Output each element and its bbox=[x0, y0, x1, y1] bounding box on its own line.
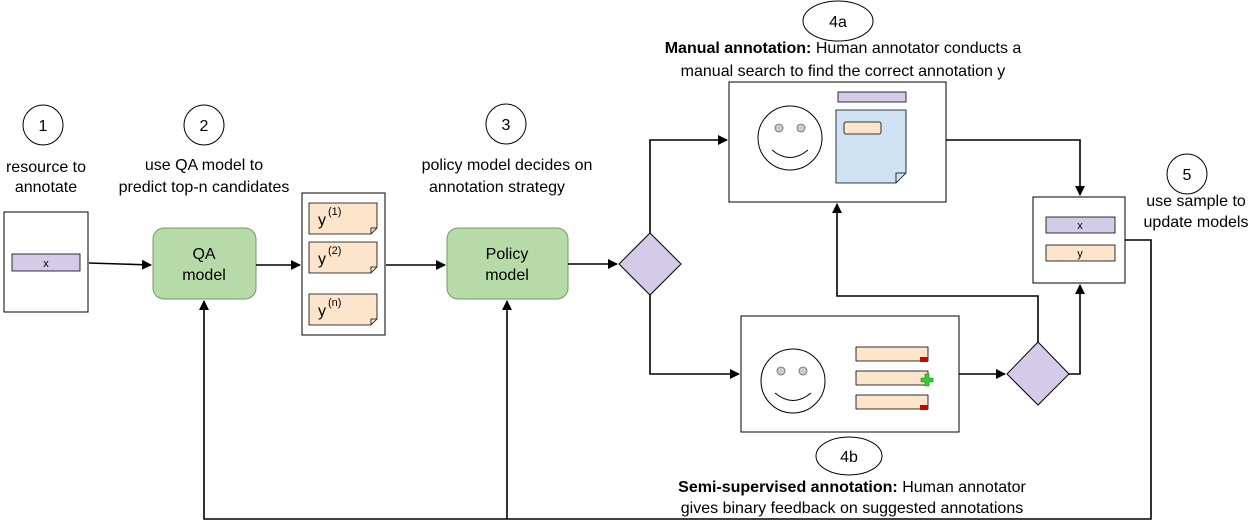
semi-annotator-face bbox=[760, 348, 826, 414]
manual-search-bar bbox=[837, 91, 907, 103]
suggestion-1 bbox=[855, 346, 929, 362]
candidate-n-base: y bbox=[318, 303, 326, 320]
suggestion-3 bbox=[855, 394, 929, 410]
sample-y-bar bbox=[1045, 244, 1116, 262]
arrow-check-yes-to-sample bbox=[1069, 284, 1085, 375]
step-4b-line-2: gives binary feedback on suggested annot… bbox=[681, 500, 1023, 517]
step-4b-title: Semi-supervised annotation: Human annota… bbox=[678, 479, 1026, 496]
sample-x-label: x bbox=[1077, 220, 1083, 232]
candidate-1-sup: (1) bbox=[328, 206, 341, 218]
candidate-1-base: y bbox=[318, 212, 326, 229]
resource-input-bar bbox=[11, 253, 81, 272]
qa-model-label-line-1: QA bbox=[192, 246, 215, 263]
step-3-number: 3 bbox=[502, 117, 511, 134]
policy-model-label-line-1: Policy bbox=[486, 246, 529, 263]
arrow-decision-to-manual bbox=[649, 135, 728, 233]
step-1-label-line-1: resource to bbox=[6, 159, 86, 176]
step-4a-title: Manual annotation: Human annotator condu… bbox=[665, 40, 1022, 57]
arrow-manual-to-sample bbox=[946, 139, 1085, 196]
step-2-circle bbox=[183, 104, 225, 146]
step-1-circle bbox=[22, 104, 64, 146]
candidate-n: y (n) bbox=[308, 293, 378, 326]
step-3-label-line-2: annotation strategy bbox=[429, 179, 565, 196]
candidate-2: y (2) bbox=[308, 241, 378, 274]
reject-mark-icon bbox=[920, 357, 928, 362]
candidate-2-base: y bbox=[318, 251, 326, 268]
step-3-circle bbox=[485, 103, 527, 145]
candidate-1: y (1) bbox=[308, 202, 378, 235]
step-3-label-line-1: policy model decides on bbox=[422, 157, 593, 174]
correct-check-diamond bbox=[1006, 341, 1070, 406]
step-4a-circle bbox=[802, 0, 874, 42]
feedback-loop-line bbox=[199, 239, 1152, 520]
step-5-label-line-1: use sample to bbox=[1146, 193, 1246, 210]
suggestion-2 bbox=[855, 370, 934, 387]
step-2-number: 2 bbox=[200, 118, 209, 135]
qa-model-box bbox=[152, 227, 257, 300]
candidate-n-sup: (n) bbox=[328, 297, 341, 309]
qa-model-label-line-2: model bbox=[182, 267, 226, 284]
arrow-decision-to-semi bbox=[649, 295, 740, 379]
manual-document-snippet bbox=[843, 121, 882, 135]
step-4a-number: 4a bbox=[829, 14, 847, 31]
step-2-label-line-2: predict top-n candidates bbox=[119, 179, 290, 196]
manual-annotator-face bbox=[757, 105, 823, 171]
resource-input-label: x bbox=[43, 258, 49, 270]
step-5-label-line-2: update models bbox=[1144, 214, 1249, 231]
step-4b-number: 4b bbox=[840, 449, 858, 466]
sample-box bbox=[1032, 196, 1126, 284]
step-1-label-line-2: annotate bbox=[15, 179, 77, 196]
arrow-check-no-to-manual bbox=[832, 203, 1039, 342]
arrow-resource-to-qa bbox=[88, 259, 152, 270]
step-5-number: 5 bbox=[1183, 167, 1192, 184]
step-1-number: 1 bbox=[39, 118, 48, 135]
step-5-circle bbox=[1166, 153, 1208, 195]
policy-model-box bbox=[446, 227, 569, 300]
step-4a-line-2: manual search to find the correct annota… bbox=[681, 63, 1006, 80]
accept-plus-icon bbox=[920, 373, 934, 387]
sample-y-label: y bbox=[1077, 248, 1083, 260]
step-2-label-line-1: use QA model to bbox=[145, 157, 263, 174]
policy-model-label-line-2: model bbox=[485, 267, 529, 284]
candidate-2-sup: (2) bbox=[328, 245, 341, 257]
sample-x-bar bbox=[1045, 216, 1116, 234]
step-4b-circle bbox=[815, 436, 883, 476]
strategy-decision-diamond bbox=[618, 232, 682, 296]
connectors bbox=[88, 135, 1152, 520]
reject-mark-icon bbox=[920, 405, 928, 410]
manual-document bbox=[835, 109, 907, 184]
